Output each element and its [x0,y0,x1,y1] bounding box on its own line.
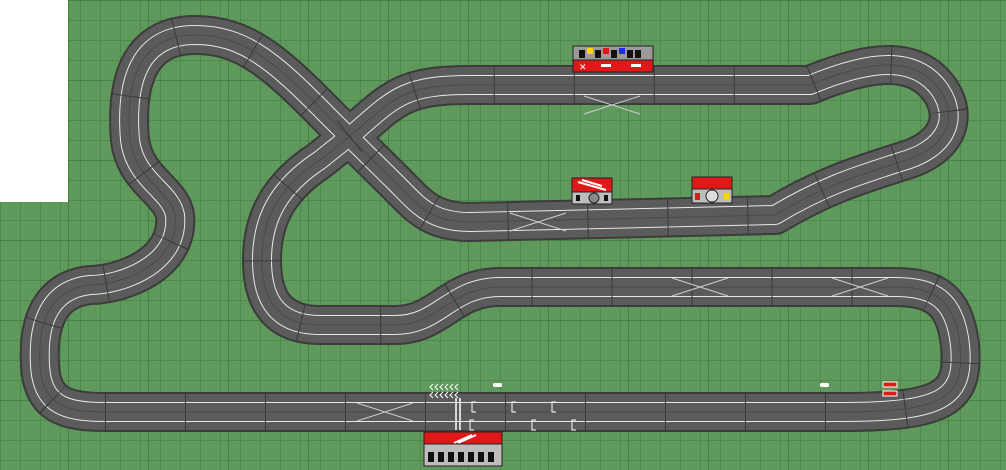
grid-slot-marker [469,419,474,431]
track-decorations [356,95,889,431]
track[interactable] [19,15,981,432]
crossover-mark [671,277,729,297]
lane-divider [39,34,962,413]
grid-slot-marker [571,419,576,431]
pit-lane-building-icon[interactable]: ✕ [572,45,654,73]
grid-slot-marker [551,401,556,413]
control-tower-icon[interactable] [571,177,613,205]
grid-slot-marker [471,401,476,413]
grid-slot-marker [511,401,516,413]
car-marker-icon[interactable] [493,383,502,387]
start-grid-chevrons [429,383,459,399]
crossover-mark [509,212,567,232]
crossover-mark [356,402,414,422]
crossover-mark [831,277,889,297]
lap-light-icon [882,381,898,397]
svg-text:✕: ✕ [579,63,587,73]
finish-line [455,398,461,430]
grid-slot-marker [531,419,536,431]
blank-corner [0,0,68,202]
garage-icon[interactable] [691,176,733,204]
crossover-mark [583,95,641,115]
car-marker-icon[interactable] [820,383,829,387]
grandstand-icon[interactable] [423,431,503,467]
